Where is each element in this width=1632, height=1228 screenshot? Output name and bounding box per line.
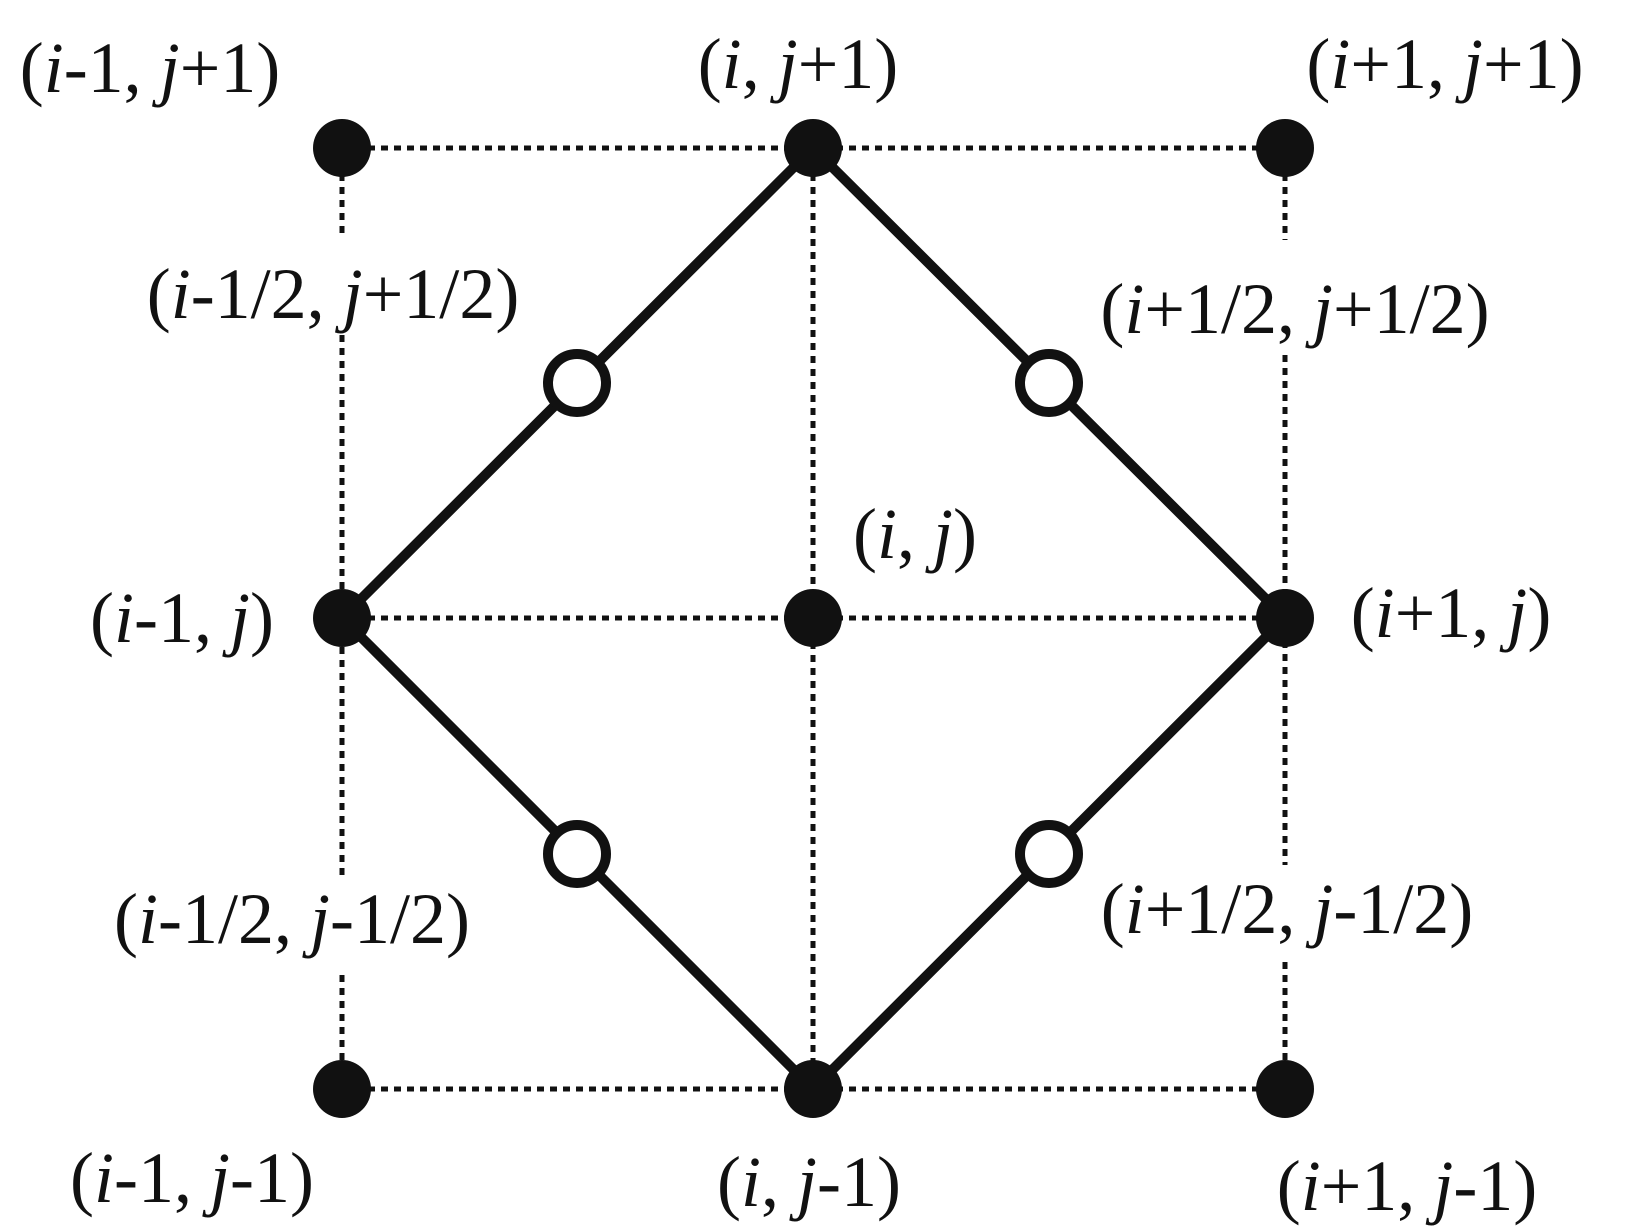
label-bottom-center: (i, j-1) bbox=[717, 1142, 901, 1222]
node-top-right bbox=[1256, 119, 1314, 177]
half-node-lower-left bbox=[543, 820, 611, 888]
node-center bbox=[784, 589, 842, 647]
half-node-upper-left bbox=[543, 349, 611, 417]
node-mid-left bbox=[313, 589, 371, 647]
grid-nodes bbox=[313, 119, 1314, 1118]
label-bottom-right: (i+1, j-1) bbox=[1277, 1146, 1538, 1226]
label-upper-left-half: (i-1/2, j+1/2) bbox=[147, 254, 520, 334]
node-top-center bbox=[784, 119, 842, 177]
node-top-left bbox=[313, 119, 371, 177]
node-bottom-center bbox=[784, 1060, 842, 1118]
label-lower-left-half: (i-1/2, j-1/2) bbox=[114, 879, 470, 959]
label-top-right: (i+1, j+1) bbox=[1306, 24, 1583, 104]
half-node-upper-right bbox=[1015, 349, 1083, 417]
label-lower-right-half: (i+1/2, j-1/2) bbox=[1101, 869, 1474, 949]
node-mid-right bbox=[1256, 589, 1314, 647]
label-mid-right: (i+1, j) bbox=[1351, 573, 1552, 653]
label-mid-left: (i-1, j) bbox=[90, 578, 274, 658]
label-top-center: (i, j+1) bbox=[698, 24, 899, 104]
node-labels: (i-1, j+1) (i, j+1) (i+1, j+1) (i-1/2, j… bbox=[20, 24, 1584, 1226]
node-bottom-left bbox=[313, 1060, 371, 1118]
label-bottom-left: (i-1, j-1) bbox=[70, 1138, 314, 1218]
node-bottom-right bbox=[1256, 1060, 1314, 1118]
half-nodes bbox=[543, 349, 1083, 888]
half-node-lower-right bbox=[1015, 820, 1083, 888]
label-center: (i, j) bbox=[853, 494, 977, 574]
label-top-left: (i-1, j+1) bbox=[20, 28, 281, 108]
label-upper-right-half: (i+1/2, j+1/2) bbox=[1100, 269, 1489, 349]
